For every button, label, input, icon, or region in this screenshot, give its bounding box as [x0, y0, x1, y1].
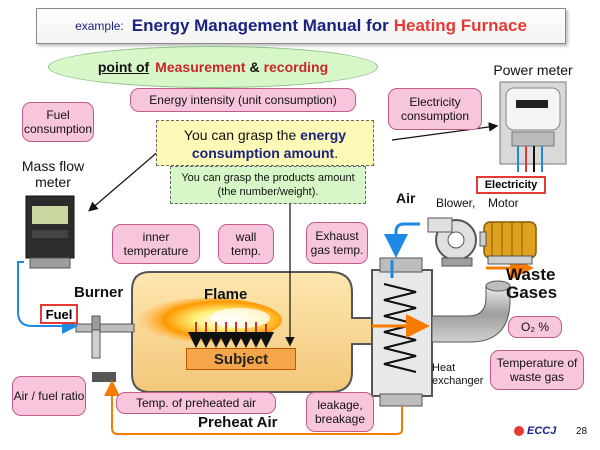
label-burner: Burner	[74, 284, 124, 301]
label-heat-exchanger: Heat exchanger	[432, 362, 484, 387]
label-waste-gases: Waste Gases	[506, 265, 558, 302]
title-prefix: example:	[75, 19, 124, 33]
leader-lines	[88, 122, 499, 347]
callout-fuel-consumption: Fuel consumption	[22, 102, 94, 142]
callout-leakage-breakage: leakage, breakage	[306, 392, 374, 432]
power-meter-drawing	[499, 81, 567, 172]
callout-o2-percent: O₂ %	[508, 316, 562, 338]
callout-exhaust-gas-temp: Exhaust gas temp.	[306, 222, 368, 264]
flame-core	[210, 308, 270, 328]
subtitle-recording: recording	[263, 59, 329, 75]
subtitle-amp: &	[249, 59, 260, 75]
mass-flow-meter-drawing	[25, 195, 75, 269]
callout-wall-temp: wall temp.	[218, 224, 274, 264]
callout-temperature-waste-gas: Temperature of waste gas	[490, 350, 584, 390]
heat-arrows	[188, 322, 274, 348]
note-grasp-prefix: You can grasp the	[183, 127, 297, 143]
logo-icon	[514, 426, 524, 437]
label-motor: Motor	[488, 196, 519, 210]
callout-inner-temperature: inner temperature	[112, 224, 200, 264]
callout-preheated-air-temp: Temp. of preheated air	[116, 392, 276, 414]
label-flame: Flame	[204, 286, 248, 303]
title-text: Energy Management Manual for	[131, 16, 389, 35]
note-products-amount: You can grasp the products amount (the n…	[170, 166, 366, 204]
callout-air-fuel-ratio: Air / fuel ratio	[12, 376, 86, 416]
motor-drawing	[479, 221, 537, 265]
label-blower: Blower,	[436, 196, 476, 210]
label-electricity: Electricity	[476, 176, 546, 194]
waste-gas-pipe	[431, 280, 511, 343]
subtitle-lead: point of	[97, 59, 150, 75]
logo-text: ECCJ	[527, 425, 557, 437]
mass-flow-line	[17, 261, 78, 334]
page-number: 28	[576, 426, 588, 437]
title-bar: example: Energy Management Manual for He…	[36, 8, 566, 44]
label-mass-flow-meter: Mass flow meter	[21, 158, 85, 190]
heat-exchanger-drawing	[371, 257, 433, 407]
burner-pipe	[75, 315, 135, 382]
label-preheat-air: Preheat Air	[198, 414, 278, 431]
preheat-air-line	[104, 380, 403, 435]
subtitle-measurement: Measurement	[155, 59, 246, 75]
blower-drawing	[427, 217, 477, 267]
label-subject: Subject	[186, 348, 296, 370]
note-grasp-suffix: .	[334, 145, 339, 161]
note-grasp-bold: energy consumption amount	[191, 127, 347, 161]
label-power-meter: Power meter	[493, 62, 573, 78]
subtitle-ellipse: point of Measurement & recording	[48, 46, 378, 88]
title-highlight: Heating Furnace	[393, 16, 527, 35]
label-fuel: Fuel	[40, 304, 78, 324]
air-supply-arrow	[384, 222, 420, 258]
callout-energy-intensity: Energy intensity (unit consumption)	[130, 88, 356, 112]
eccj-logo: ECCJ	[514, 425, 556, 437]
note-energy-consumption: You can grasp the energy consumption amo…	[156, 120, 374, 166]
label-air: Air	[396, 190, 416, 206]
callout-electricity-consumption: Electricity consumption	[388, 88, 482, 130]
